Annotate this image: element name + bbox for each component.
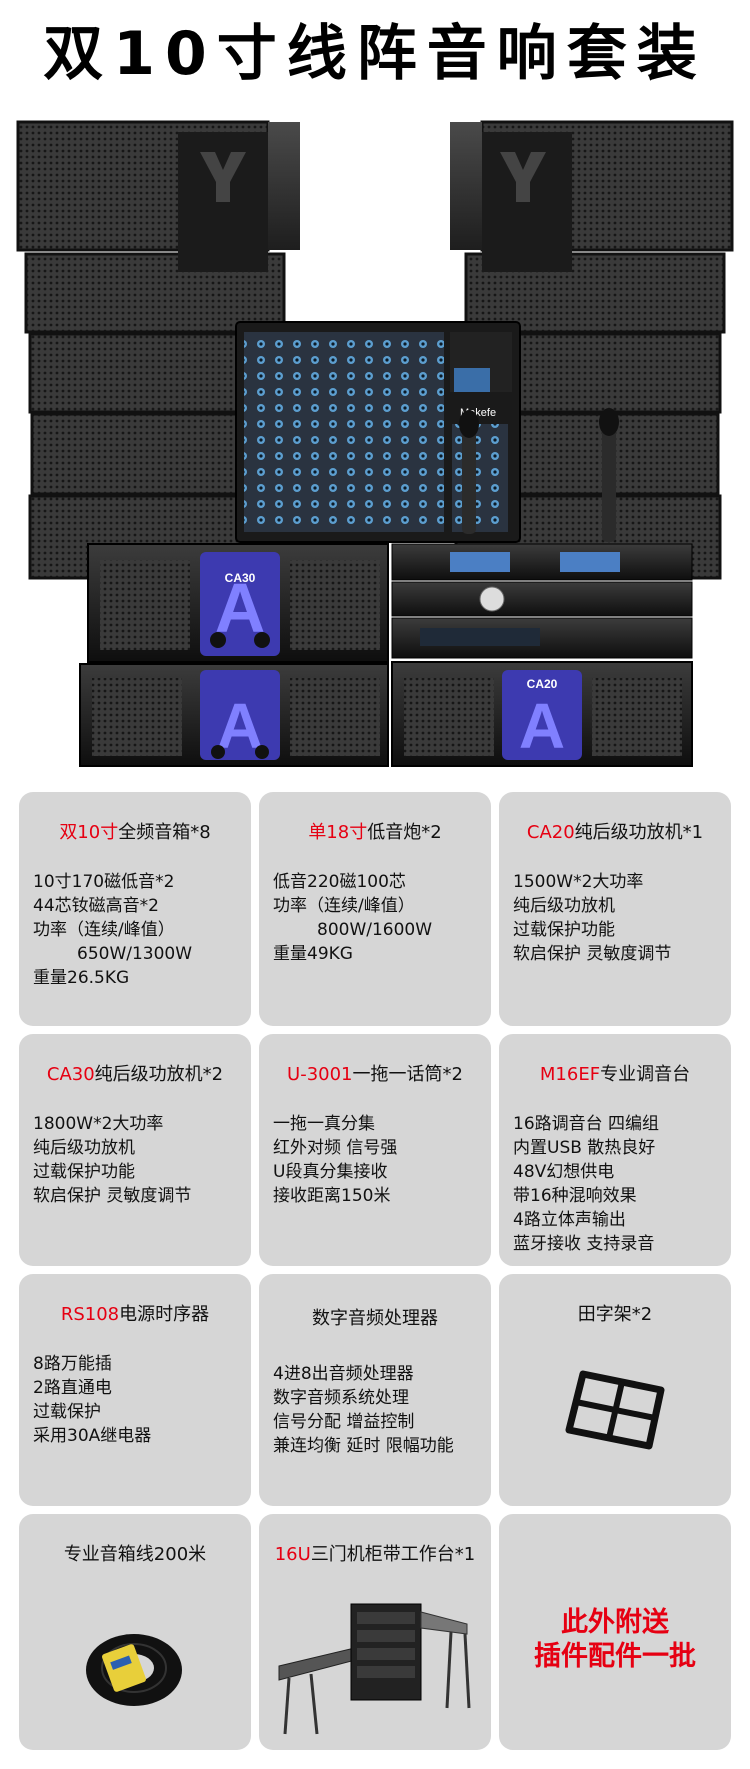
amp-bottom-model-label: CA20 (527, 677, 558, 691)
mixer: Makefe (235, 321, 521, 543)
card-heading: 单18寸低音炮*2 (308, 822, 442, 843)
amp-top-model-label: CA30 (225, 571, 256, 585)
amplifier-bottom: A (79, 663, 389, 767)
card-spec-list: 8路万能插 2路直通电 过载保护 采用30A继电器 (33, 1354, 152, 1446)
card-spec-list: 一拖一真分集 红外对频 信号强 U段真分集接收 接收距离150米 (273, 1114, 398, 1206)
card-heading: 数字音频处理器 (312, 1308, 438, 1329)
rack-units: A CA20 (391, 543, 693, 767)
card-bonus-accessories: 此外附送 插件配件一批 (499, 1514, 731, 1750)
card-audio-processor: 数字音频处理器 4进8出音频处理器 数字音频系统处理 信号分配 增益控制 兼连均… (259, 1274, 491, 1506)
card-rack-cabinet: 16U三门机柜带工作台*1 (259, 1514, 491, 1750)
amplifier-top: A CA30 (87, 543, 389, 663)
rack-cabinet-image (278, 1603, 471, 1735)
card-speaker-bracket: 田字架*2 (499, 1274, 731, 1506)
card-subwoofer: 单18寸低音炮*2 低音220磁100芯 功率（连续/峰值） 800W/1600… (259, 792, 491, 1026)
card-spec-list: 10寸170磁低音*2 44芯钕磁高音*2 功率（连续/峰值） 650W/130… (33, 872, 193, 988)
card-heading: CA20纯后级功放机*1 (526, 822, 704, 843)
bonus-text: 此外附送 插件配件一批 (534, 1607, 696, 1672)
card-heading: CA30纯后级功放机*2 (46, 1064, 224, 1085)
card-power-sequencer: RS108电源时序器 8路万能插 2路直通电 过载保护 采用30A继电器 (19, 1274, 251, 1506)
card-heading: 双10寸全频音箱*8 (59, 822, 211, 843)
card-ca20-amplifier: CA20纯后级功放机*1 1500W*2大功率 纯后级功放机 过载保护功能 软启… (499, 792, 731, 1026)
card-mixer: M16EF专业调音台 16路调音台 四编组 内置USB 散热良好 48V幻想供电… (499, 1034, 731, 1266)
microphones (459, 408, 619, 542)
product-hero-image: Makefe A CA30 A (16, 120, 734, 767)
card-spec-list: 1800W*2大功率 纯后级功放机 过载保护功能 软启保护 灵敏度调节 (33, 1114, 192, 1206)
bracket-frame-image (565, 1370, 665, 1450)
card-heading: M16EF专业调音台 (539, 1064, 691, 1085)
amp-logo-a-right: A (519, 690, 565, 762)
card-heading: RS108电源时序器 (60, 1304, 210, 1325)
card-heading: 田字架*2 (577, 1304, 653, 1325)
card-spec-list: 低音220磁100芯 功率（连续/峰值） 800W/1600W 重量49KG (273, 872, 433, 964)
card-wireless-mic: U-3001一拖一话筒*2 一拖一真分集 红外对频 信号强 U段真分集接收 接收… (259, 1034, 491, 1266)
card-spec-list: 16路调音台 四编组 内置USB 散热良好 48V幻想供电 带16种混响效果 4… (513, 1114, 660, 1254)
card-heading: 专业音箱线200米 (63, 1544, 207, 1565)
card-speaker-cable: 专业音箱线200米 (19, 1514, 251, 1750)
card-heading: U-3001一拖一话筒*2 (287, 1064, 463, 1085)
cable-coil-image (86, 1634, 182, 1706)
card-ca30-amplifier: CA30纯后级功放机*2 1800W*2大功率 纯后级功放机 过载保护功能 软启… (19, 1034, 251, 1266)
card-spec-list: 1500W*2大功率 纯后级功放机 过载保护功能 软启保护 灵敏度调节 (513, 872, 672, 964)
card-full-range-speaker: 双10寸全频音箱*8 10寸170磁低音*2 44芯钕磁高音*2 功率（连续/峰… (19, 792, 251, 1026)
card-heading: 16U三门机柜带工作台*1 (274, 1544, 476, 1565)
page-title: 双10寸线阵音响套装 (43, 19, 707, 89)
card-spec-list: 4进8出音频处理器 数字音频系统处理 信号分配 增益控制 兼连均衡 延时 限幅功… (273, 1364, 454, 1456)
